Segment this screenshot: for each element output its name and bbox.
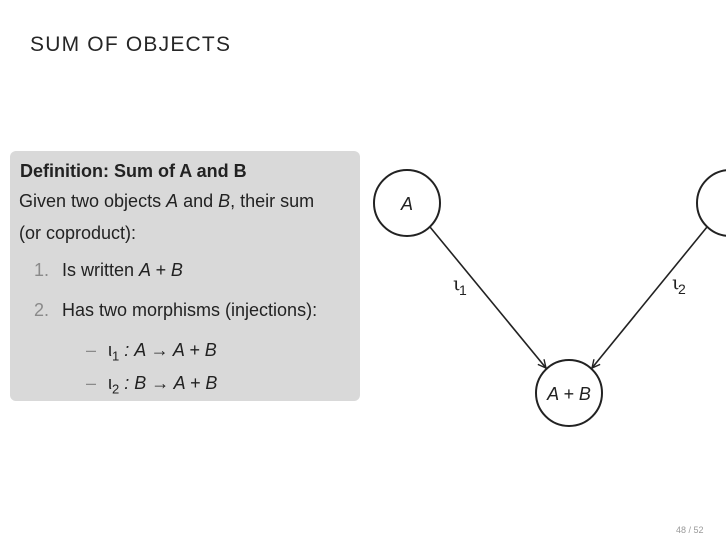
node-sum-label: A + B — [546, 384, 591, 404]
intro-object-b: B — [218, 191, 231, 211]
sub-item-iota-2: –ι2 : B → A + B — [86, 371, 217, 402]
sub-item-dash: – — [86, 340, 97, 360]
definition-block: Definition: Sum of A and B Given two obj… — [10, 151, 360, 401]
iota-symbol: ι — [108, 373, 112, 393]
edge-label-subscript: 1 — [459, 282, 467, 298]
node-sum: A + B — [535, 359, 603, 427]
definition-body: Given two objects A and B, their sum (or… — [19, 185, 355, 249]
intro-text-end: , their sum — [230, 191, 315, 211]
node-a-circle — [373, 169, 441, 237]
node-a: A — [373, 169, 441, 237]
iota-symbol: ι — [108, 340, 112, 360]
sub-item-dash: – — [86, 373, 97, 393]
morphism-signature: : A → A + B — [119, 340, 217, 360]
node-b — [696, 169, 726, 237]
intro-text: Given two objects — [19, 191, 167, 211]
edge-label-symbol: ι — [453, 273, 460, 295]
edge-iota-1-label: ι 1 — [453, 273, 467, 298]
definition-intro-line-2: (or coproduct): — [19, 223, 137, 243]
edge-iota-2-label: ι 2 — [672, 272, 686, 297]
edge-iota-2-arrow — [592, 226, 708, 368]
definition-header: Definition: Sum of A and B — [20, 161, 247, 181]
list-item-morphisms: 2. Has two morphisms (injections): — [34, 298, 317, 322]
edge-label-subscript: 2 — [678, 281, 686, 297]
slide-title: SUM OF OBJECTS — [30, 33, 232, 56]
node-sum-circle — [535, 359, 603, 427]
list-item-math: A + B — [139, 260, 183, 280]
intro-object-a: A — [166, 191, 179, 211]
page-number: 48 / 52 — [676, 525, 704, 535]
intro-and: and — [178, 191, 219, 211]
edge-label-symbol: ι — [672, 272, 679, 294]
list-item-text: Has two morphisms (injections): — [62, 300, 318, 320]
morphism-signature: : B → A + B — [119, 373, 218, 393]
node-a-label: A — [400, 194, 413, 214]
list-item-text: Is written — [62, 260, 140, 280]
edge-iota-1-arrow — [429, 226, 546, 368]
iota-subscript: 2 — [112, 381, 120, 397]
list-item-written: 1. Is written A + B — [34, 258, 183, 282]
coproduct-diagram: A A + B ι 1 ι 2 — [373, 169, 726, 427]
list-number: 1. — [34, 260, 50, 280]
list-number: 2. — [34, 300, 50, 320]
node-b-circle — [696, 169, 726, 237]
definition-intro-line-1: Given two objects A and B, their sum — [19, 185, 355, 217]
iota-subscript: 1 — [112, 348, 120, 364]
sub-item-iota-1: –ι1 : A → A + B — [86, 338, 217, 369]
